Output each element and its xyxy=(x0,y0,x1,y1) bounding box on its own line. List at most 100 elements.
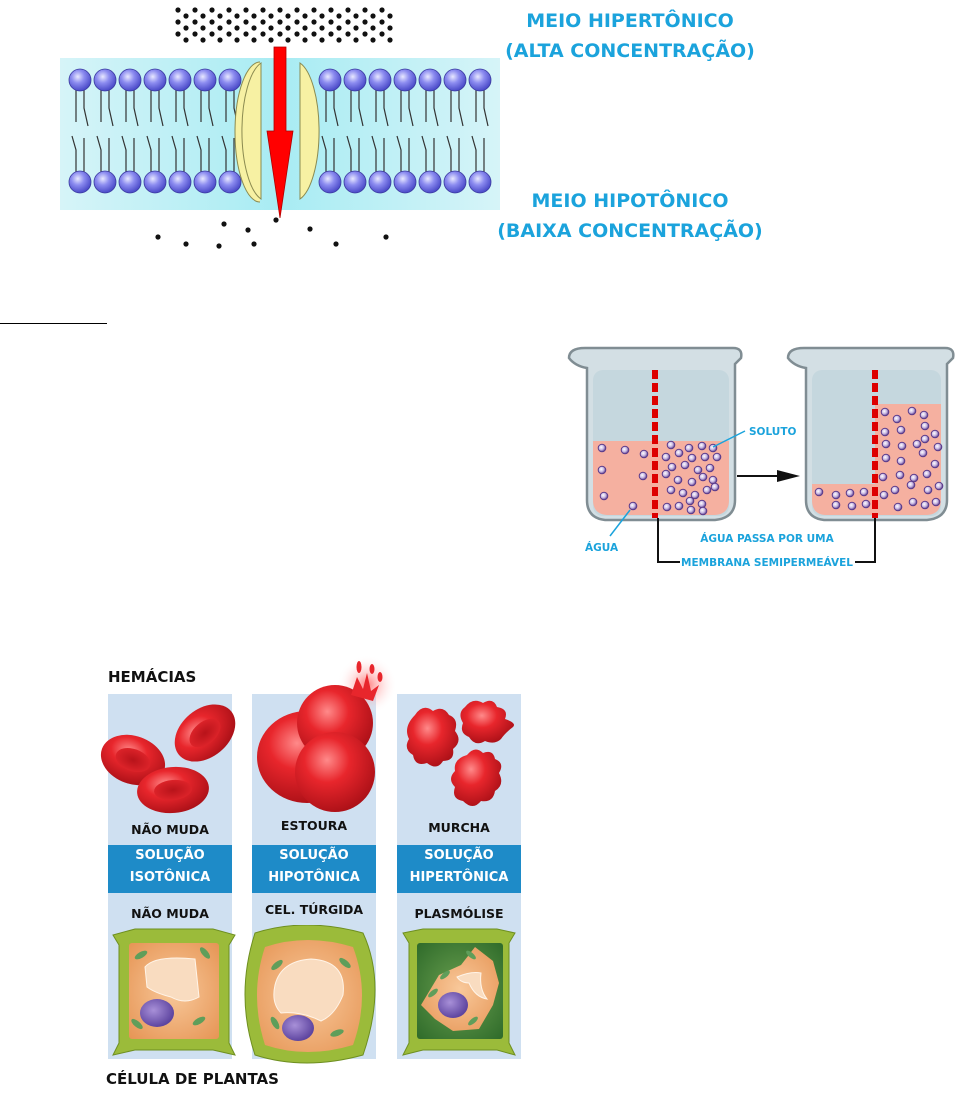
solute-dot xyxy=(285,13,290,18)
plant-cell-normal xyxy=(113,929,235,1055)
solute-dot xyxy=(311,31,316,36)
solute-dot xyxy=(200,13,205,18)
plant-result-hypertonic: PLASMÓLISE xyxy=(397,906,521,921)
solute-particle xyxy=(687,506,695,514)
solution-hypertonic-line2: HIPERTÔNICA xyxy=(397,867,521,889)
solute-particle xyxy=(931,430,939,438)
solute-particle xyxy=(921,501,929,509)
hypertonic-label: MEIO HIPERTÔNICO (ALTA CONCENTRAÇÃO) xyxy=(490,6,770,66)
solute-dot xyxy=(277,31,282,36)
solute-dot xyxy=(387,37,392,42)
hypotonic-title: MEIO HIPOTÔNICO xyxy=(490,186,770,216)
solution-band-isotonic: SOLUÇÃO ISOTÔNICA xyxy=(108,845,232,893)
hypotonic-label: MEIO HIPOTÔNICO (BAIXA CONCENTRAÇÃO) xyxy=(490,186,770,246)
solute-dot xyxy=(243,31,248,36)
solute-label: SOLUTO xyxy=(749,426,796,438)
solute-particle xyxy=(709,476,717,484)
solute-dot xyxy=(217,13,222,18)
plant-result-hypotonic: CEL. TÚRGIDA xyxy=(252,902,376,917)
water-label: ÁGUA xyxy=(585,541,619,554)
solute-particle xyxy=(935,482,943,490)
solute-dot xyxy=(370,37,375,42)
solute-particle xyxy=(932,498,940,506)
hypotonic-subtitle: (BAIXA CONCENTRAÇÃO) xyxy=(490,216,770,246)
solute-particle xyxy=(703,486,711,494)
solute-particle xyxy=(639,472,647,480)
hypertonic-subtitle: (ALTA CONCENTRAÇÃO) xyxy=(490,36,770,66)
solute-particle xyxy=(882,440,890,448)
solute-dot xyxy=(319,37,324,42)
process-arrow xyxy=(737,470,800,482)
solute-dot xyxy=(328,31,333,36)
rbc-result-isotonic: NÃO MUDA xyxy=(108,822,232,837)
solute-particle xyxy=(713,453,721,461)
solute-particles-high xyxy=(175,7,392,42)
solution-band-hypertonic: SOLUÇÃO HIPERTÔNICA xyxy=(397,845,521,893)
solute-dot xyxy=(245,227,250,232)
solute-dot xyxy=(200,25,205,30)
solute-particle xyxy=(662,453,670,461)
solute-dot xyxy=(353,37,358,42)
solute-dot xyxy=(268,37,273,42)
solute-dot xyxy=(175,7,180,12)
solute-particle xyxy=(862,500,870,508)
solute-dot xyxy=(226,7,231,12)
solute-dot xyxy=(319,25,324,30)
solute-particle xyxy=(675,502,683,510)
solute-dot xyxy=(260,7,265,12)
solution-before xyxy=(593,441,729,515)
solute-dot xyxy=(234,37,239,42)
solute-particle xyxy=(891,486,899,494)
solute-particle xyxy=(893,415,901,423)
hypertonic-title: MEIO HIPERTÔNICO xyxy=(490,6,770,36)
solute-dot xyxy=(302,25,307,30)
solute-dot xyxy=(383,234,388,239)
solute-particle xyxy=(663,503,671,511)
solute-particle xyxy=(688,478,696,486)
solute-particle xyxy=(640,450,648,458)
solute-dot xyxy=(379,19,384,24)
rbc-result-hypotonic: ESTOURA xyxy=(252,818,376,833)
solute-particle xyxy=(668,463,676,471)
solute-particle xyxy=(698,500,706,508)
solute-particle xyxy=(706,464,714,472)
solute-particle xyxy=(894,503,902,511)
solute-particle xyxy=(921,422,929,430)
solute-dot xyxy=(370,13,375,18)
solute-particle xyxy=(688,454,696,462)
solute-dot xyxy=(387,25,392,30)
solute-particle xyxy=(662,470,670,478)
solute-particle xyxy=(675,449,683,457)
solute-particle xyxy=(629,502,637,510)
solute-particle xyxy=(848,502,856,510)
solute-particle xyxy=(711,483,719,491)
solution-band-hypotonic: SOLUÇÃO HIPOTÔNICA xyxy=(252,845,376,893)
solute-dot xyxy=(155,234,160,239)
solute-dot xyxy=(200,37,205,42)
solute-dot xyxy=(302,13,307,18)
solute-dot xyxy=(353,25,358,30)
solute-particle xyxy=(598,466,606,474)
plant-cell-plasmolysis xyxy=(403,929,515,1055)
red-blood-cells-illustration xyxy=(95,645,535,845)
solute-particle xyxy=(909,498,917,506)
solute-particle xyxy=(667,441,675,449)
solute-dot xyxy=(370,25,375,30)
solute-dot xyxy=(217,37,222,42)
solution-hypertonic-line1: SOLUÇÃO xyxy=(397,845,521,867)
caption-line-1: ÁGUA PASSA POR UMA xyxy=(700,532,834,545)
solute-dot xyxy=(379,31,384,36)
solute-dot xyxy=(268,25,273,30)
solute-dot xyxy=(175,19,180,24)
solute-dot xyxy=(336,37,341,42)
solute-particle xyxy=(698,442,706,450)
solute-particles-low xyxy=(155,217,388,248)
solute-particle xyxy=(699,473,707,481)
solute-dot xyxy=(345,7,350,12)
solute-dot xyxy=(175,31,180,36)
solute-particle xyxy=(685,444,693,452)
beaker-after xyxy=(788,348,953,520)
solute-dot xyxy=(183,13,188,18)
solute-dot xyxy=(260,19,265,24)
solute-dot xyxy=(387,13,392,18)
